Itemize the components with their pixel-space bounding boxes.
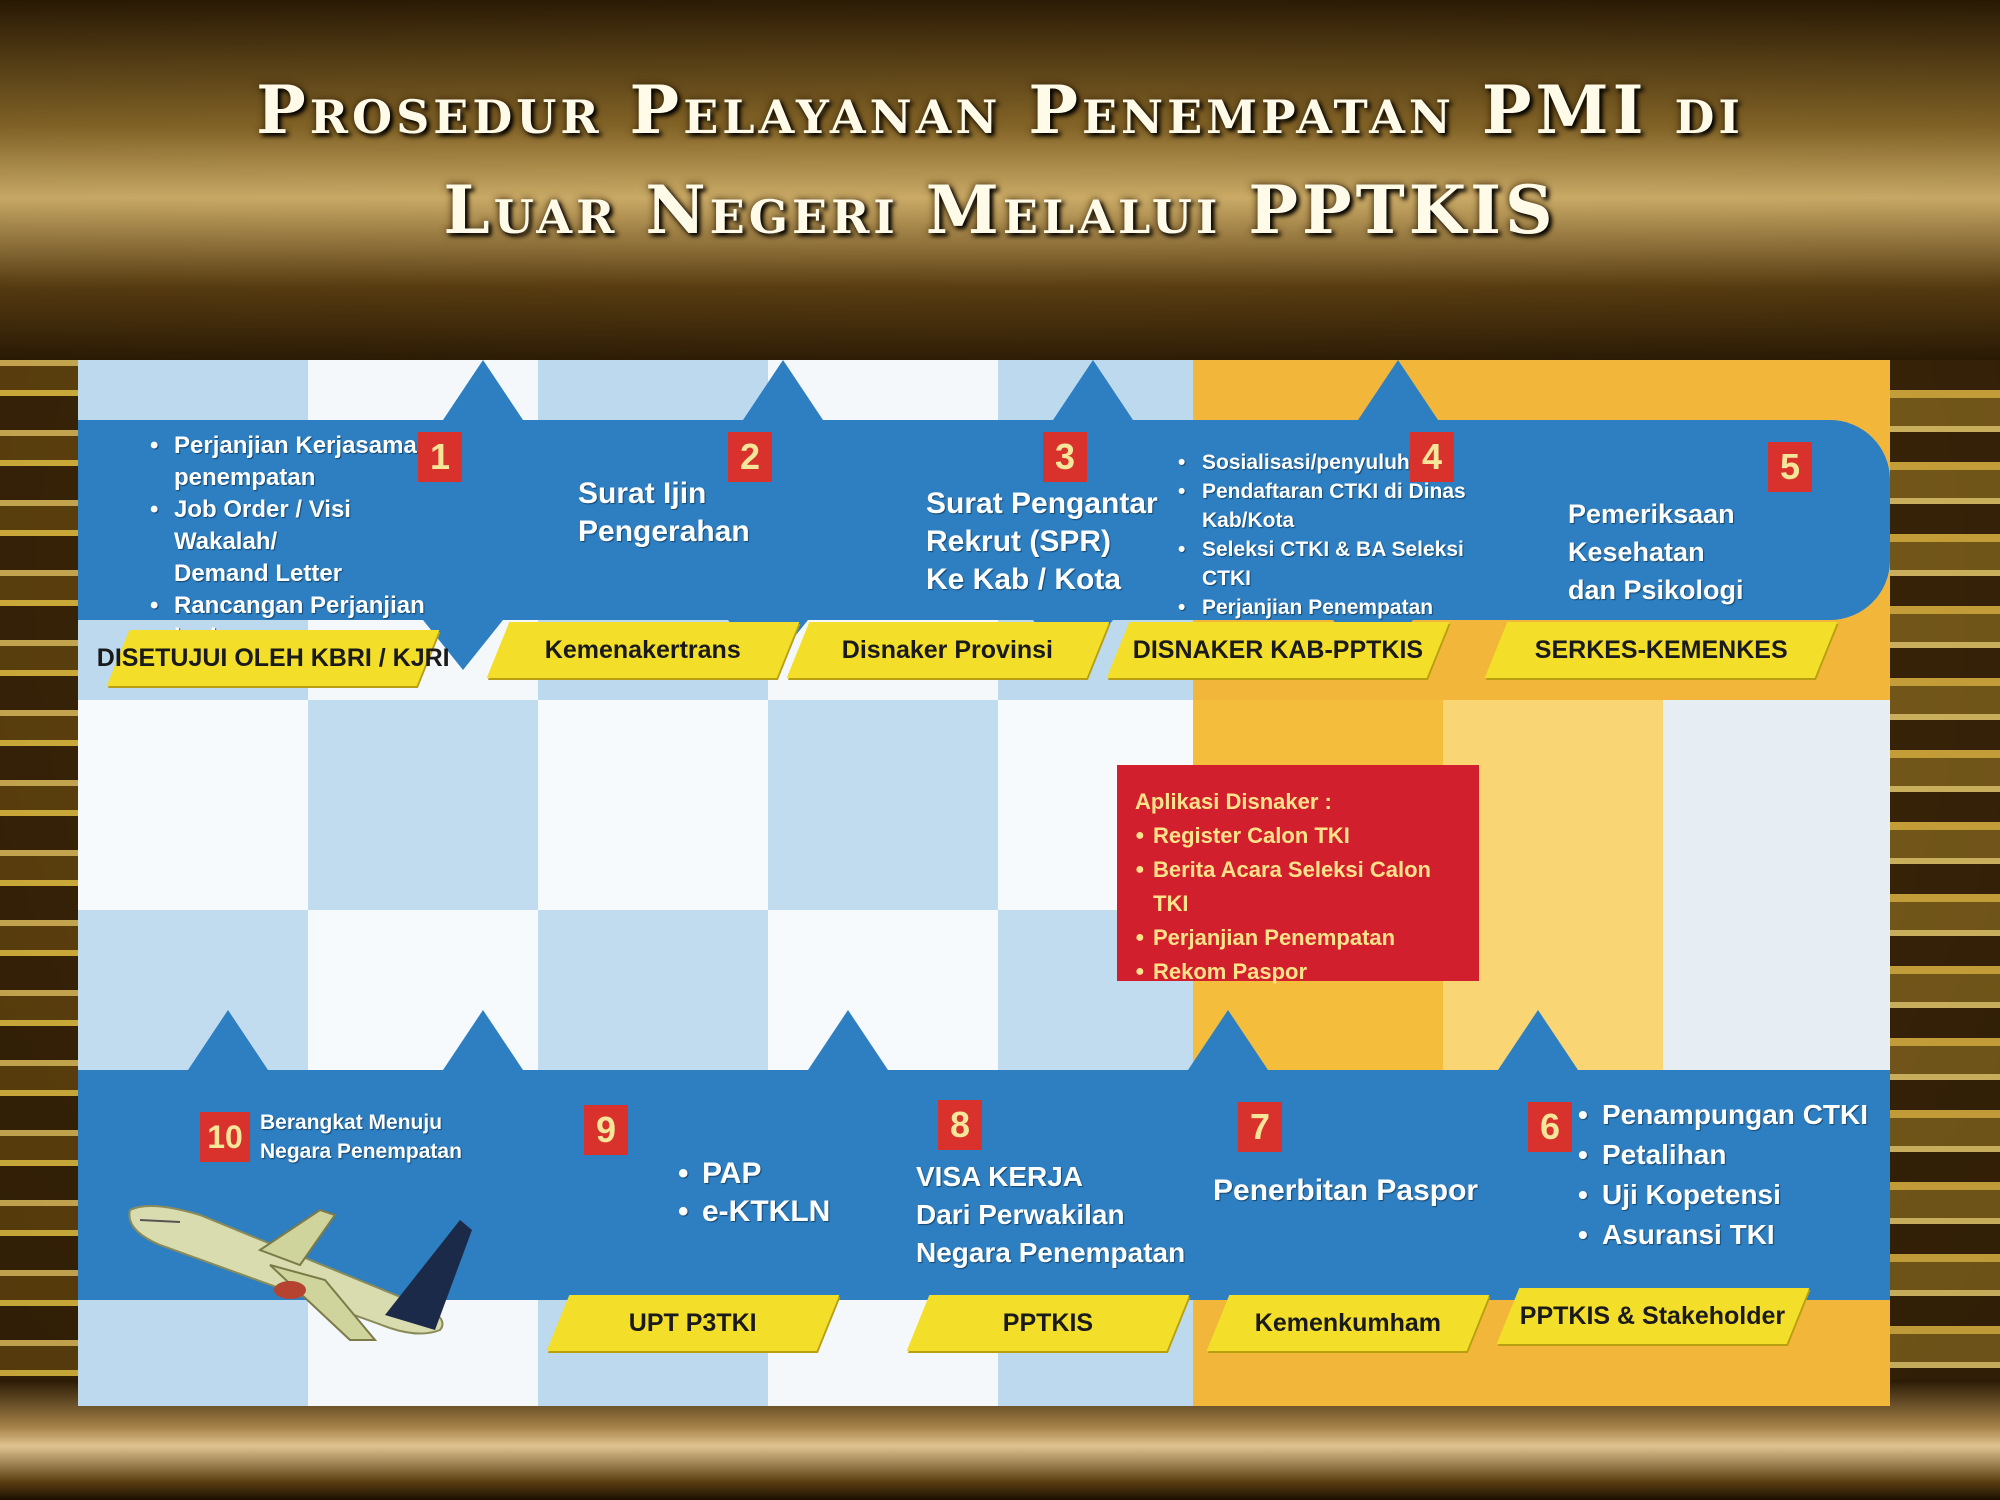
step-2-number: 2 bbox=[728, 432, 772, 482]
step-4-item: Seleksi CTKI & BA Seleksi CTKI bbox=[1178, 535, 1518, 593]
top-band-notch bbox=[1053, 360, 1133, 420]
step-6-item: Penampungan CTKI bbox=[1578, 1095, 1878, 1135]
step-2-line: Pengerahan bbox=[578, 515, 750, 548]
airplane-icon bbox=[128, 1205, 472, 1341]
bottom-band-notch bbox=[808, 1010, 888, 1070]
step-8-line: Dari Perwakilan bbox=[916, 1199, 1125, 1230]
step-1-text: Perjanjian Kerjasama penempatan Job Orde… bbox=[150, 430, 450, 654]
aplikasi-disnaker-heading: Aplikasi Disnaker : bbox=[1135, 789, 1332, 814]
step-9-text: PAP e-KTKLN bbox=[678, 1155, 878, 1231]
step-5-agency-label: SERKES-KEMENKES bbox=[1484, 622, 1838, 678]
step-3-number: 3 bbox=[1043, 432, 1087, 482]
step-6-item: Uji Kopetensi bbox=[1578, 1175, 1878, 1215]
bottom-band-notch bbox=[443, 1010, 523, 1070]
step-8-text: VISA KERJA Dari Perwakilan Negara Penemp… bbox=[916, 1158, 1236, 1272]
step-6-item: Petalihan bbox=[1578, 1135, 1878, 1175]
step-1-number: 1 bbox=[418, 432, 462, 482]
top-band-notch bbox=[443, 360, 523, 420]
step-5-number: 5 bbox=[1768, 442, 1812, 492]
step-3-agency-label: Disnaker Provinsi bbox=[786, 622, 1110, 678]
step-1-item: penempatan bbox=[174, 464, 316, 491]
step-4-item: Perjanjian Penempatan bbox=[1178, 593, 1518, 622]
step-6-item: Asuransi TKI bbox=[1578, 1215, 1878, 1255]
top-band-notch bbox=[1358, 360, 1438, 420]
step-1-agency: DISETUJUI OLEH KBRI / KJRI bbox=[96, 643, 450, 672]
step-4-number: 4 bbox=[1410, 432, 1454, 482]
step-3-line: Rekrut (SPR) bbox=[926, 525, 1112, 558]
bottom-band-notch bbox=[1498, 1010, 1578, 1070]
step-4-item: Pendaftaran CTKI di Dinas Kab/Kota bbox=[1178, 477, 1518, 535]
slide-title-line1: Prosedur Pelayanan Penempatan PMI di bbox=[256, 71, 1744, 149]
step-5-text: Pemeriksaan Kesehatan dan Psikologi bbox=[1568, 495, 1878, 609]
step-1-item: Perjanjian Kerjasama bbox=[150, 430, 450, 462]
step-1-item: Job Order / Visi Wakalah/ bbox=[150, 494, 450, 558]
step-10-text: Berangkat Menuju Negara Penempatan bbox=[260, 1108, 520, 1166]
step-6-agency: PPTKIS & Stakeholder bbox=[1520, 1301, 1786, 1330]
step-8-number: 8 bbox=[938, 1100, 982, 1150]
step-8-line: Negara Penempatan bbox=[916, 1237, 1186, 1268]
aplikasi-disnaker-item: Perjanjian Penempatan bbox=[1135, 921, 1461, 955]
procedure-diagram: Perjanjian Kerjasama penempatan Job Orde… bbox=[78, 360, 1890, 1406]
bottom-band-notch bbox=[1188, 1010, 1268, 1070]
step-10-line: Negara Penempatan bbox=[260, 1140, 462, 1163]
step-3-text: Surat Pengantar Rekrut (SPR) Ke Kab / Ko… bbox=[926, 485, 1186, 599]
step-5-agency: SERKES-KEMENKES bbox=[1534, 635, 1788, 664]
step-7-text: Penerbitan Paspor bbox=[1213, 1174, 1479, 1207]
step-2-agency-label: Kemenakertrans bbox=[486, 622, 800, 678]
step-8-line: VISA KERJA bbox=[916, 1161, 1084, 1192]
aplikasi-disnaker-item: Register Calon TKI bbox=[1135, 819, 1461, 853]
aplikasi-disnaker-item: Berita Acara Seleksi Calon TKI bbox=[1135, 853, 1461, 921]
step-8-agency: PPTKIS bbox=[1002, 1308, 1094, 1337]
step-7-number: 7 bbox=[1238, 1102, 1282, 1152]
slide-title-line2: Luar Negeri Melalui PPTKIS bbox=[443, 171, 1557, 249]
step-9-agency-label: UPT P3TKI bbox=[546, 1295, 840, 1351]
step-9-item: PAP bbox=[678, 1155, 878, 1193]
aplikasi-disnaker-item: Rekom Paspor bbox=[1135, 955, 1461, 989]
slide-title: Prosedur Pelayanan Penempatan PMI di Lua… bbox=[0, 60, 2000, 260]
step-2-agency: Kemenakertrans bbox=[545, 635, 741, 664]
step-4-agency-label: DISNAKER KAB-PPTKIS bbox=[1106, 622, 1450, 678]
step-5-line: dan Psikologi bbox=[1568, 575, 1744, 605]
background-top-band bbox=[0, 0, 2000, 360]
step-9-number: 9 bbox=[584, 1105, 628, 1155]
step-10-line: Berangkat Menuju bbox=[260, 1111, 443, 1134]
step-1-agency-label: DISETUJUI OLEH KBRI / KJRI bbox=[97, 630, 449, 686]
step-10-number: 10 bbox=[200, 1112, 250, 1162]
step-3-agency: Disnaker Provinsi bbox=[842, 635, 1054, 664]
step-8-agency-label: PPTKIS bbox=[906, 1295, 1190, 1351]
step-6-agency-label: PPTKIS & Stakeholder bbox=[1496, 1288, 1810, 1344]
step-1-item: Demand Letter bbox=[174, 560, 343, 587]
step-7-agency-label: Kemenkumham bbox=[1206, 1295, 1490, 1351]
step-2-text: Surat Ijin Pengerahan bbox=[578, 475, 838, 551]
step-4-text: Sosialisasi/penyuluhan Pendaftaran CTKI … bbox=[1178, 448, 1518, 651]
step-4-item: Sosialisasi/penyuluhan bbox=[1178, 448, 1518, 477]
step-5-line: Pemeriksaan Kesehatan bbox=[1568, 499, 1735, 567]
bottom-band-notch bbox=[188, 1010, 268, 1070]
step-3-line: Ke Kab / Kota bbox=[926, 563, 1122, 596]
background-light-right bbox=[1890, 360, 2000, 1380]
background-light-left bbox=[0, 360, 90, 1380]
step-2-line: Surat Ijin bbox=[578, 477, 707, 510]
top-band-notch bbox=[743, 360, 823, 420]
step-6-text: Penampungan CTKI Petalihan Uji Kopetensi… bbox=[1578, 1095, 1878, 1255]
step-9-item: e-KTKLN bbox=[678, 1193, 878, 1231]
step-4-agency: DISNAKER KAB-PPTKIS bbox=[1132, 635, 1424, 664]
step-9-agency: UPT P3TKI bbox=[629, 1308, 757, 1337]
step-3-line: Surat Pengantar bbox=[926, 487, 1158, 520]
step-6-number: 6 bbox=[1528, 1102, 1572, 1152]
step-7-agency: Kemenkumham bbox=[1254, 1308, 1442, 1337]
aplikasi-disnaker-box: Aplikasi Disnaker : Register Calon TKI B… bbox=[1117, 765, 1479, 989]
